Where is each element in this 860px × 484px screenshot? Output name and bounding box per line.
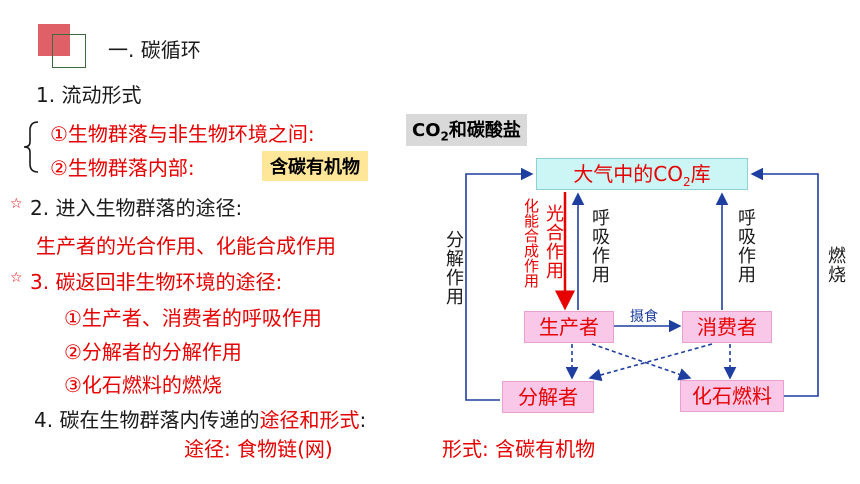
- item3-c1: ①生产者、消费者的呼吸作用: [64, 306, 322, 330]
- producer-to-fossil: [591, 343, 692, 381]
- combustion-arrow: [750, 167, 819, 397]
- producer-respiration-label: 呼吸作用: [589, 208, 610, 284]
- chemosynthesis-label: 化能合成作用: [522, 198, 540, 288]
- star-icon: ☆: [10, 196, 23, 212]
- decomposer-node: 分解者: [502, 381, 594, 413]
- item4-form: 形式: 含碳有机物: [442, 437, 596, 461]
- eating-label: 摄食: [630, 309, 658, 325]
- fossil-fuel-node: 化石燃料: [680, 380, 784, 412]
- item3-c2: ②分解者的分解作用: [64, 340, 242, 364]
- combustion-label: 燃烧: [825, 246, 846, 284]
- item3-title: 3. 碳返回非生物环境的途径:: [30, 270, 283, 294]
- item4-path: 途径: 食物链(网): [184, 437, 333, 461]
- consumer-respiration-label: 呼吸作用: [735, 208, 756, 284]
- item1-line-b: ②生物群落内部:: [50, 156, 195, 180]
- item4-title-highlight: 途径和形式: [259, 408, 360, 432]
- item3-c3: ③化石燃料的燃烧: [64, 373, 222, 397]
- title-decoration: [38, 24, 70, 56]
- co2-text: CO: [412, 120, 441, 141]
- item4-title-prefix: 4. 碳在生物群落内传递的: [34, 408, 260, 432]
- decomposition-label: 分解作用: [443, 230, 464, 306]
- atmosphere-label: 大气中的CO: [573, 162, 684, 186]
- co2-subscript: 2: [440, 129, 449, 144]
- star-icon: ☆: [10, 270, 23, 286]
- consumer-to-decomposer: [588, 343, 713, 382]
- producer-node: 生产者: [524, 311, 614, 343]
- item2-content: 生产者的光合作用、化能合成作用: [36, 234, 336, 258]
- brace: [22, 120, 42, 174]
- item2-title: 2. 进入生物群落的途径:: [30, 196, 243, 220]
- photosynthesis-label: 光合作用: [543, 204, 564, 280]
- organic-carbon-box: 含碳有机物: [262, 151, 368, 181]
- atmosphere-subscript: 2: [683, 175, 691, 189]
- consumer-node: 消费者: [682, 311, 772, 343]
- section-title: 一. 碳循环: [108, 38, 201, 62]
- title-decoration-outline: [52, 34, 86, 68]
- item4-title: 4. 碳在生物群落内传递的途径和形式:: [34, 404, 366, 433]
- atmosphere-co2-pool: 大气中的CO2库: [536, 158, 748, 190]
- atmosphere-label-end: 库: [690, 162, 711, 186]
- item1-line-a: ①生物群落与非生物环境之间:: [50, 122, 315, 146]
- item4-title-suffix: :: [359, 408, 367, 432]
- co2-carbonate-box: CO2和碳酸盐: [406, 114, 527, 146]
- item1-title: 1. 流动形式: [36, 83, 142, 107]
- carbonate-text: 和碳酸盐: [448, 120, 521, 141]
